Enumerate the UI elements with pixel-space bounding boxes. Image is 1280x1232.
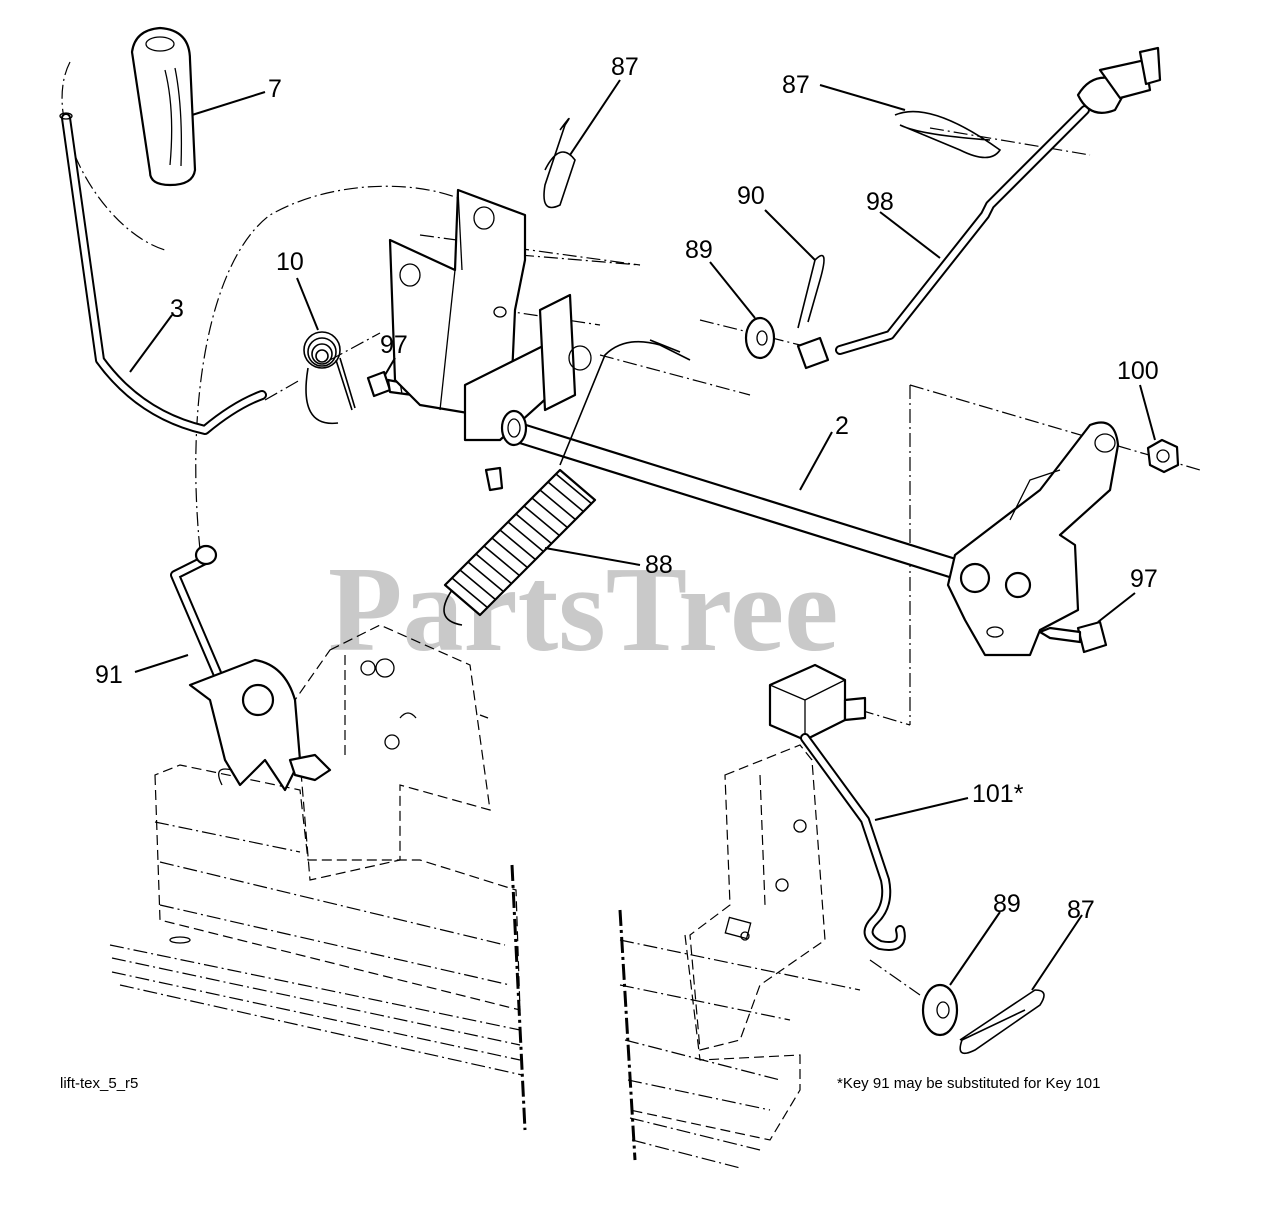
callout-91: 91 [95, 661, 123, 689]
part-lift-link-left [170, 544, 332, 792]
callout-10: 10 [276, 248, 304, 276]
callout-89-bottom: 89 [993, 890, 1021, 918]
part-torsion-spring [303, 331, 356, 425]
spring-coils [443, 468, 597, 617]
callout-89-top: 89 [685, 236, 713, 264]
leader-lines [129, 79, 1156, 991]
part-washer-bottom [921, 983, 959, 1037]
part-hairpin-top-right [894, 110, 1002, 159]
callout-labels: 7 3 10 97 87 87 90 98 89 100 2 88 97 91 … [95, 53, 1159, 924]
part-bolt-right [1038, 620, 1108, 654]
watermark: PartsTree [328, 542, 838, 677]
part-nut [1146, 438, 1180, 474]
deck-right-outline [618, 909, 861, 1169]
callout-98: 98 [866, 188, 894, 216]
callout-87-top-right: 87 [782, 71, 810, 99]
callout-90: 90 [737, 182, 765, 210]
part-control-rod [796, 46, 1162, 370]
callout-87-top-center: 87 [611, 53, 639, 81]
callout-100: 100 [1117, 357, 1159, 385]
callout-87-bottom: 87 [1067, 896, 1095, 924]
part-lift-link-right [768, 663, 906, 951]
part-hairpin-bottom [959, 989, 1045, 1055]
part-extension-spring [443, 339, 691, 626]
deck-left-outline [109, 764, 527, 1131]
part-washer-top [744, 316, 776, 360]
callout-97-left: 97 [380, 331, 408, 359]
mounting-bracket [388, 188, 592, 492]
part-lift-arm-right [946, 421, 1120, 657]
callout-7: 7 [268, 75, 282, 103]
callout-101: 101* [972, 780, 1024, 808]
part-lift-lever [59, 112, 267, 435]
deck-bracket-right [689, 744, 826, 1051]
footnote: *Key 91 may be substituted for Key 101 [837, 1075, 1101, 1092]
part-cotter-pin [797, 254, 825, 329]
callout-88: 88 [645, 551, 673, 579]
callout-2: 2 [835, 412, 849, 440]
part-handle-grip [130, 26, 197, 187]
part-hairpin-top-center [543, 117, 576, 209]
callout-97-right: 97 [1130, 565, 1158, 593]
drawing-code: lift-tex_5_r5 [60, 1075, 138, 1092]
callout-3: 3 [170, 295, 184, 323]
